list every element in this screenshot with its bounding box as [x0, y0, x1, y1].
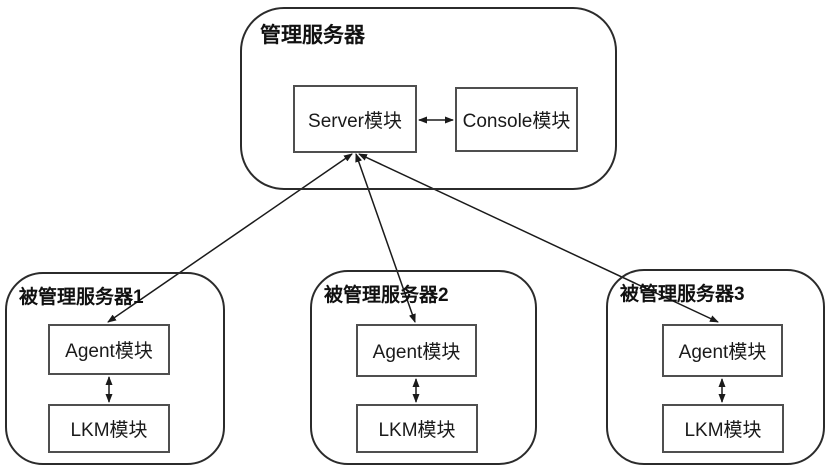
managed-server-3-title: 被管理服务器3: [620, 284, 745, 305]
managed-server-2-title: 被管理服务器2: [324, 285, 449, 306]
managed-server-3-container: 被管理服务器3: [606, 269, 825, 465]
managed-server-1-title: 被管理服务器1: [19, 287, 144, 308]
agent-module-box-2: Agent模块: [356, 324, 477, 377]
management-server-title: 管理服务器: [260, 24, 365, 47]
agent-module-box-1: Agent模块: [48, 324, 170, 375]
agent-module-box-3: Agent模块: [662, 324, 783, 377]
lkm-module-box-3: LKM模块: [662, 404, 784, 453]
managed-server-1-container: 被管理服务器1: [5, 272, 225, 465]
management-server-container: 管理服务器: [240, 7, 617, 190]
lkm-module-box-2: LKM模块: [356, 404, 478, 453]
managed-server-2-container: 被管理服务器2: [310, 270, 537, 465]
console-module-box: Console模块: [455, 87, 578, 152]
server-module-box: Server模块: [293, 85, 417, 153]
lkm-module-box-1: LKM模块: [48, 404, 170, 453]
